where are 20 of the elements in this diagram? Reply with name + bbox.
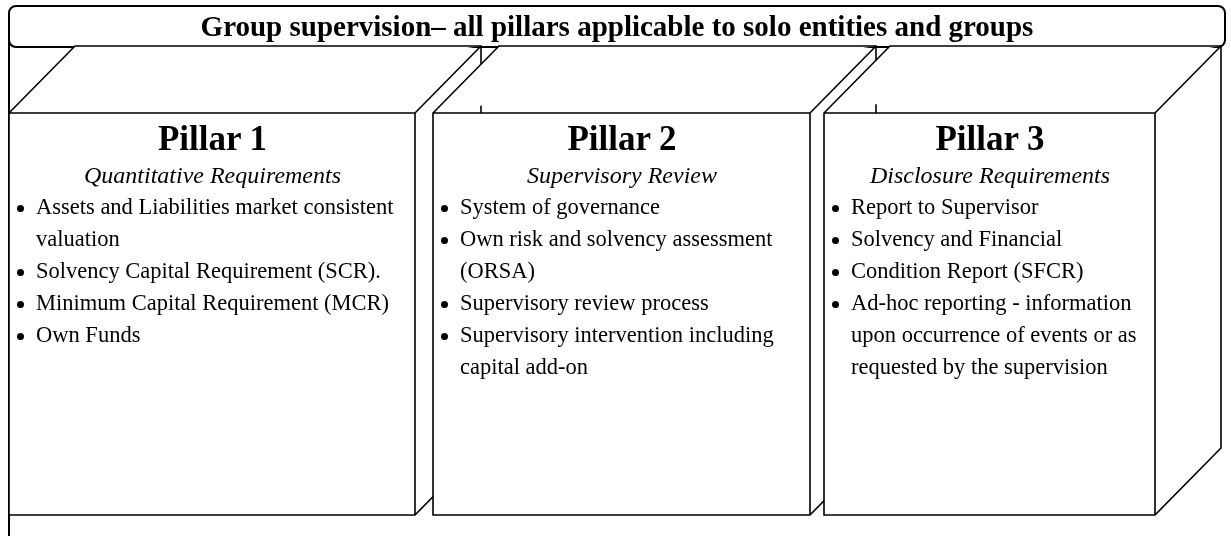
bullet-item: Supervisory intervention including capital add-on — [438, 319, 806, 383]
pillar-heading: Pillar 3 — [934, 119, 1046, 159]
pillar-cuboid — [823, 45, 1222, 516]
bullet-item: Solvency and Financial — [829, 223, 1151, 255]
bullet-item: Own Funds — [14, 319, 411, 351]
pillar-subtitle: Quantitative Requirements — [82, 161, 343, 190]
bullet-item: Own risk and solvency assessment (ORSA) — [438, 223, 806, 287]
bullet-item: Assets and Liabilities market consistent valuation — [14, 191, 411, 255]
pillar-heading: Pillar 1 — [156, 119, 269, 159]
bullet-item: Condition Report (SFCR) — [829, 255, 1151, 287]
bullet-item: Ad-hoc reporting - information upon occurrence of events or as requested by the supervision — [829, 287, 1151, 383]
pillar-heading: Pillar 2 — [566, 119, 678, 159]
diagram-title: Group supervision– all pillars applicable to solo entities and groups — [199, 9, 1035, 44]
bullet-item: Solvency Capital Requirement (SCR). — [14, 255, 411, 287]
bullet-item: Minimum Capital Requirement (MCR) — [14, 287, 411, 319]
bullet-item: Supervisory review process — [438, 287, 806, 319]
bullet-item: System of governance — [438, 191, 806, 223]
pillar-subtitle: Supervisory Review — [526, 161, 718, 190]
bullet-item: Report to Supervisor — [829, 191, 1151, 223]
pillar-subtitle: Disclosure Requirements — [868, 161, 1112, 190]
